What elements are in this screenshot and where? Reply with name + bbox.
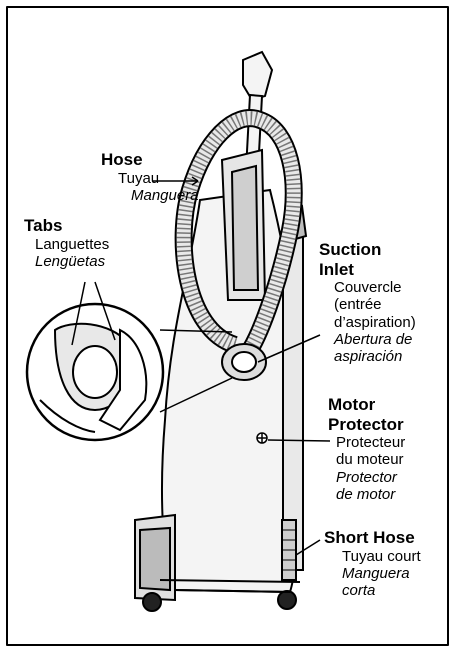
- motor-protector-label: Motor Protector Protecteur du moteur Pro…: [328, 395, 405, 503]
- short-hose-es-2: corta: [342, 582, 421, 599]
- short-hose: [282, 520, 296, 580]
- short-hose-fr: Tuyau court: [342, 548, 421, 565]
- motor-protector-es-2: de motor: [336, 486, 405, 503]
- motor-protector-symbol: [257, 433, 267, 443]
- tabs-fr: Languettes: [35, 236, 109, 253]
- hose-fr: Tuyau: [118, 170, 199, 187]
- motor-protector-fr-2: du moteur: [336, 451, 405, 468]
- short-hose-title: Short Hose: [324, 528, 421, 548]
- short-hose-es-1: Manguera: [342, 565, 421, 582]
- suction-inlet-title-2: Inlet: [319, 260, 416, 280]
- hose-es: Manguera: [131, 187, 199, 204]
- hose-title: Hose: [101, 150, 199, 170]
- suction-inlet-fr-3: d’aspiration): [334, 314, 416, 331]
- tabs-es: Lengüetas: [35, 253, 109, 270]
- suction-inlet-es-2: aspiración: [334, 348, 416, 365]
- motor-protector-title-2: Protector: [328, 415, 405, 435]
- tabs-label: Tabs Languettes Lengüetas: [24, 216, 109, 270]
- suction-inlet-title-1: Suction: [319, 240, 416, 260]
- motor-protector-fr-1: Protecteur: [336, 434, 405, 451]
- tabs-title: Tabs: [24, 216, 109, 236]
- suction-inlet-es-1: Abertura de: [334, 331, 416, 348]
- motor-protector-es-1: Protector: [336, 469, 405, 486]
- motor-protector-title-1: Motor: [328, 395, 405, 415]
- suction-inlet-fr-1: Couvercle: [334, 279, 416, 296]
- short-hose-label: Short Hose Tuyau court Manguera corta: [324, 528, 421, 599]
- hose-label: Hose Tuyau Manguera: [101, 150, 199, 204]
- suction-inlet-label: Suction Inlet Couvercle (entrée d’aspira…: [319, 240, 416, 365]
- suction-inlet-fr-2: (entrée: [334, 296, 416, 313]
